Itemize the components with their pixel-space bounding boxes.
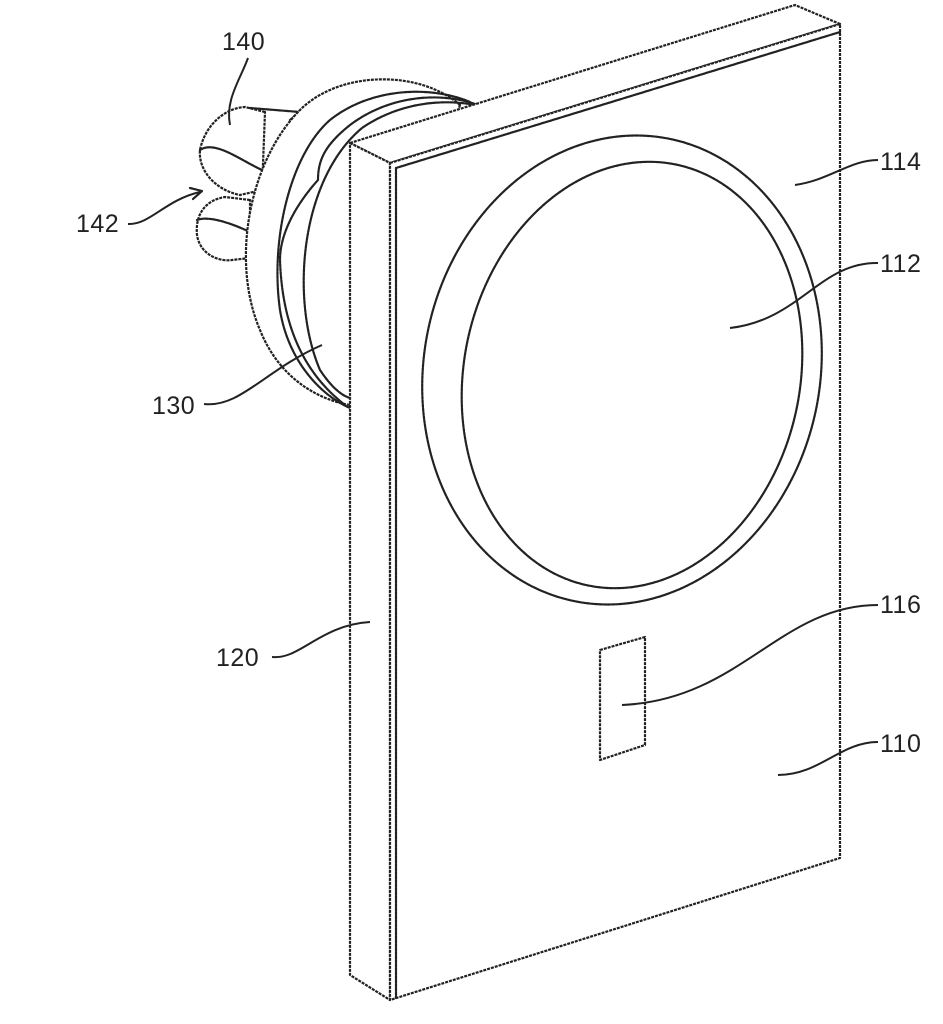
ref-116: 116 bbox=[880, 591, 922, 619]
plate-front-face bbox=[388, 22, 842, 1002]
plate-side-face bbox=[348, 141, 392, 1002]
leader-120 bbox=[271, 621, 371, 659]
ref-142: 142 bbox=[76, 210, 120, 238]
charging-area bbox=[460, 160, 804, 590]
leader-142 bbox=[127, 191, 201, 226]
leader-110 bbox=[777, 741, 879, 776]
leader-140 bbox=[228, 57, 249, 126]
indicator-window bbox=[598, 635, 647, 762]
leader-114 bbox=[794, 159, 879, 186]
ref-110: 110 bbox=[880, 730, 922, 758]
leader-112 bbox=[729, 261, 879, 329]
ref-112: 112 bbox=[880, 250, 922, 278]
leader-116 bbox=[621, 604, 879, 706]
vent-clip bbox=[195, 105, 302, 262]
leader-130 bbox=[203, 344, 323, 406]
ref-140: 140 bbox=[222, 28, 266, 56]
ref-120: 120 bbox=[216, 644, 260, 672]
ref-114: 114 bbox=[880, 148, 922, 176]
magnet-ring-outer bbox=[421, 134, 823, 606]
ref-130: 130 bbox=[152, 392, 196, 420]
